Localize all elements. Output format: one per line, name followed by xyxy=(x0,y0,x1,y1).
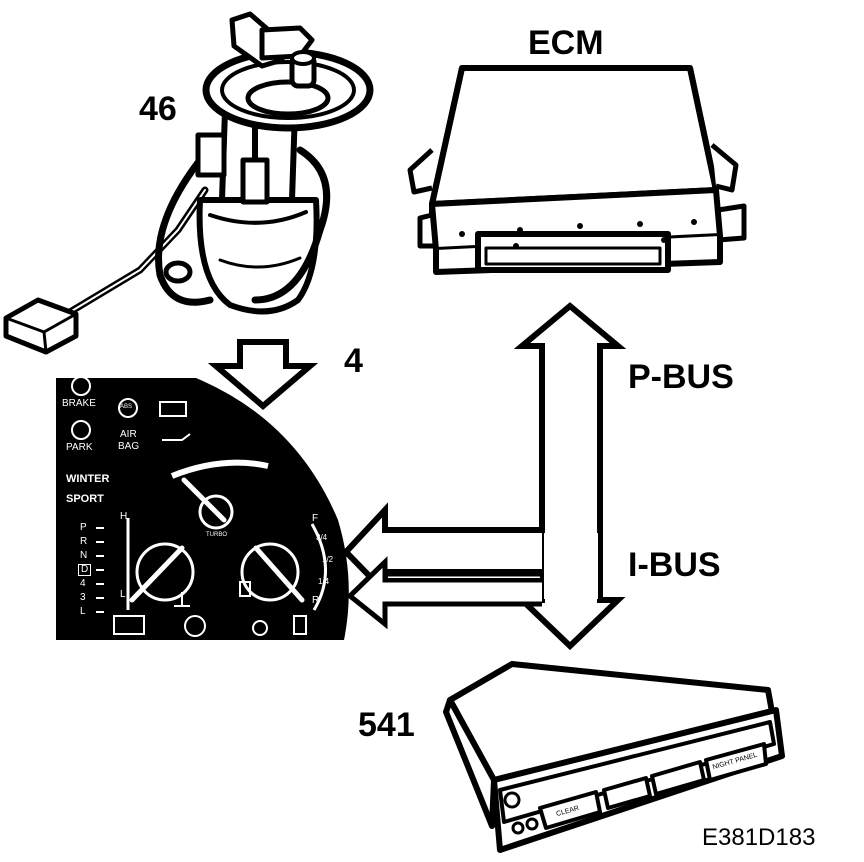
winter-text: WINTER xyxy=(66,473,110,485)
brake-system-icon xyxy=(184,615,206,637)
turbo-text: TURBO xyxy=(206,532,227,538)
check-engine-icon xyxy=(113,615,145,635)
ecm-label: ECM xyxy=(528,24,604,62)
gear-p: P xyxy=(80,522,87,533)
ecm-unit xyxy=(407,65,747,275)
air-text: AIR xyxy=(120,429,137,440)
information-display-unit xyxy=(443,661,785,853)
oil-pressure-icon xyxy=(162,433,191,441)
park-brake-icon xyxy=(71,420,91,440)
temp-high-text: H xyxy=(120,511,128,522)
brake-text: BRAKE xyxy=(62,398,96,409)
i-bus-label: I-BUS xyxy=(628,546,721,584)
instrument-cluster xyxy=(56,376,349,640)
fuel-half-text: 1/2 xyxy=(322,555,334,564)
fuel-quarter-text: 1/4 xyxy=(318,577,330,586)
gear-l: L xyxy=(80,606,86,617)
abs-icon xyxy=(118,398,138,418)
abs-text: ABS xyxy=(120,404,133,410)
fuel-three-quarter-text: 3/4 xyxy=(316,533,328,542)
gear-r: R xyxy=(80,536,88,547)
battery-icon xyxy=(159,401,187,417)
coolant-temp-icon xyxy=(174,592,190,607)
low-fuel-icon xyxy=(239,581,251,597)
gear-4: 4 xyxy=(80,578,86,589)
p-bus-label: P-BUS xyxy=(628,358,734,396)
instrument-cluster-label: 4 xyxy=(344,342,363,380)
bus-arrows xyxy=(341,302,627,651)
information-display-label: 541 xyxy=(358,706,415,744)
temp-low-text: L xyxy=(120,589,126,600)
gear-3: 3 xyxy=(80,592,86,603)
bag-text: BAG xyxy=(118,441,140,452)
fuel-pump-assembly xyxy=(3,11,374,355)
brake-warning-icon xyxy=(71,376,91,396)
fuel-pump-label: 46 xyxy=(139,90,177,128)
headlight-icon xyxy=(252,620,268,636)
figure-code: E381D183 xyxy=(702,824,816,851)
sport-text: SPORT xyxy=(66,493,104,505)
gear-n: N xyxy=(80,550,88,561)
fuel-reserve-text: R xyxy=(312,595,320,606)
gear-d: D xyxy=(78,564,92,576)
park-text: PARK xyxy=(66,442,93,453)
fuel-full-text: F xyxy=(312,513,319,524)
data-flow-arrow-down xyxy=(207,339,319,410)
fuel-pump-icon xyxy=(293,615,307,635)
